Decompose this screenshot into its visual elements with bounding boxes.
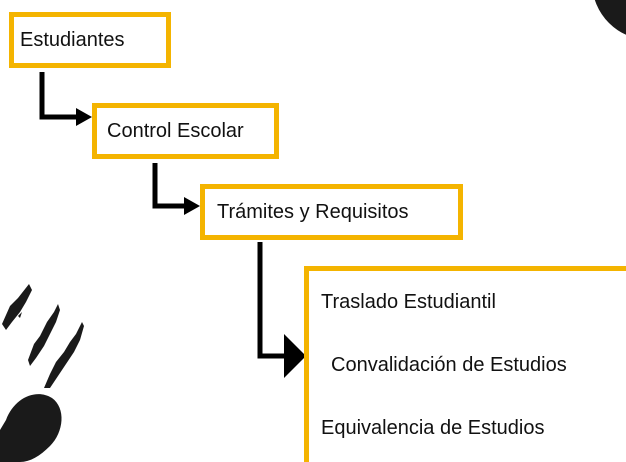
arrow-2 xyxy=(152,163,200,215)
step-label: Control Escolar xyxy=(107,120,244,142)
step-label: Estudiantes xyxy=(20,29,125,51)
arrow-3 xyxy=(257,242,306,378)
options-panel: Traslado Estudiantil Convalidación de Es… xyxy=(304,266,626,462)
step-estudiantes[interactable]: Estudiantes xyxy=(9,12,171,68)
claw-marks xyxy=(2,284,84,388)
step-control-escolar[interactable]: Control Escolar xyxy=(92,103,279,159)
arrow-1 xyxy=(39,72,92,126)
option-traslado-estudiantil[interactable]: Traslado Estudiantil xyxy=(321,291,496,313)
step-label: Trámites y Requisitos xyxy=(217,201,409,223)
option-equivalencia-estudios[interactable]: Equivalencia de Estudios xyxy=(321,417,545,439)
option-convalidacion-estudios[interactable]: Convalidación de Estudios xyxy=(331,354,567,376)
paw-pad xyxy=(0,394,62,462)
step-tramites-requisitos[interactable]: Trámites y Requisitos xyxy=(200,184,463,240)
corner-circle xyxy=(594,0,626,35)
